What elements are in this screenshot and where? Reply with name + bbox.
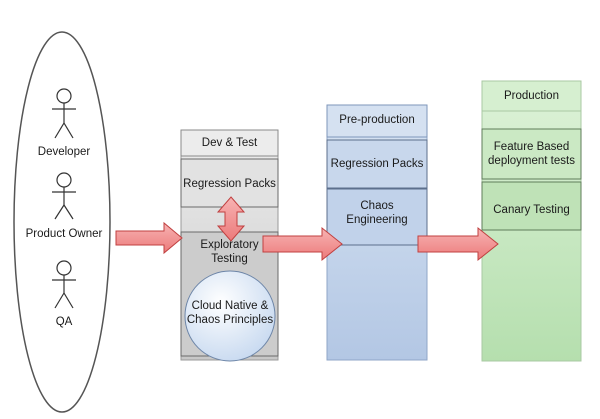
production-item-1: Feature Based deployment tests	[488, 141, 575, 167]
arrow-dev-to-preprod	[262, 226, 343, 262]
dev-test-title: Dev & Test	[201, 137, 258, 149]
product-owner-figure-icon	[52, 172, 76, 220]
production-item-2: Canary Testing	[493, 204, 570, 216]
dev-test-title-box	[180, 129, 279, 157]
developer-figure-icon	[52, 88, 76, 139]
arrow-preprod-to-prod	[417, 226, 499, 262]
production-item-box-2	[481, 181, 582, 231]
pre-production-item-box-1	[326, 139, 428, 189]
actor-label-product-owner: Product Owner	[25, 228, 103, 240]
dev-test-item-1: Regression Packs	[183, 178, 276, 190]
pre-production-title: Pre-production	[339, 114, 415, 126]
pre-production-item-2: Chaos Engineering	[346, 200, 408, 226]
bidirectional-arrow-icon	[216, 196, 246, 242]
pre-production-title-box	[326, 104, 428, 138]
production-item-box-1	[481, 128, 582, 180]
arrow-actors-to-dev	[115, 221, 183, 255]
production-title: Production	[504, 90, 559, 102]
production-title-box	[481, 80, 582, 112]
actor-label-qa: QA	[55, 316, 73, 328]
pre-production-item-1: Regression Packs	[330, 158, 424, 170]
qa-figure-icon	[52, 260, 76, 309]
cloud-native-circle	[184, 270, 276, 362]
pre-production-item-box-2	[326, 188, 428, 246]
actor-label-developer: Developer	[37, 146, 91, 158]
dev-test-item-2: Exploratory Testing	[200, 239, 259, 265]
actors-ellipse	[13, 31, 111, 413]
cloud-native-label: Cloud Native & Chaos Principles	[186, 300, 274, 326]
